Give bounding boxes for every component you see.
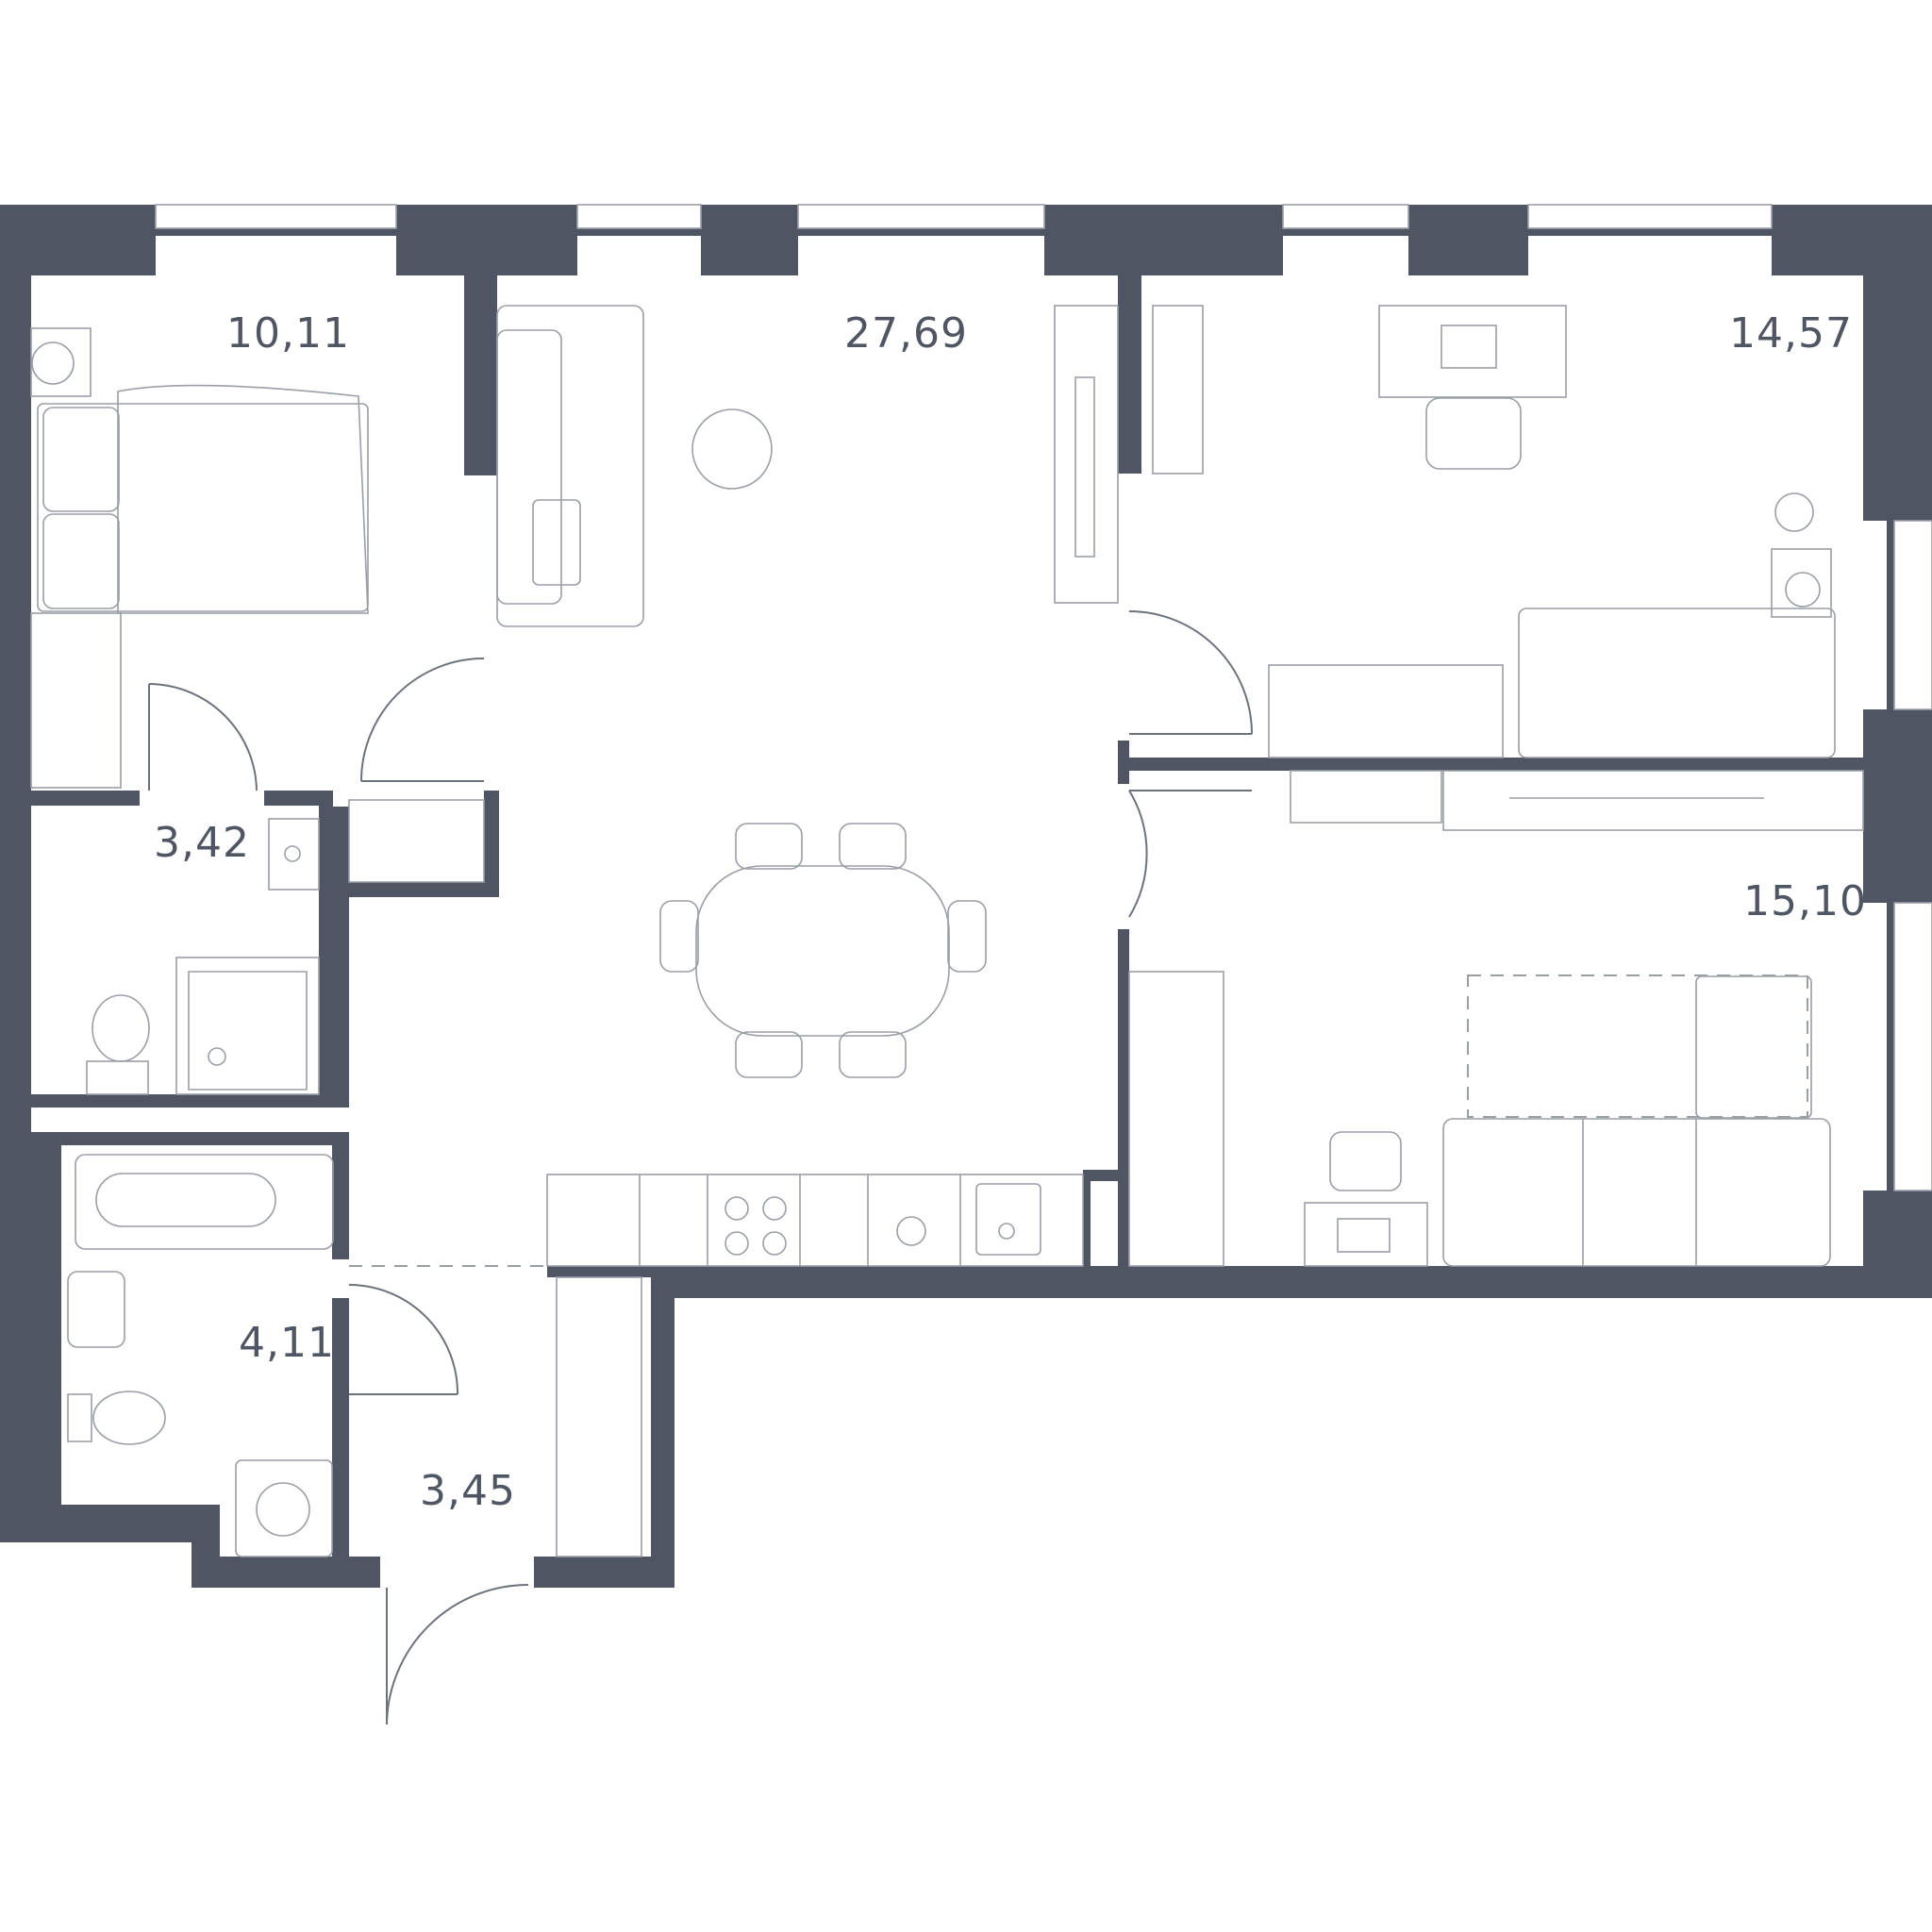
bedroom-3-furniture xyxy=(1128,971,1831,1267)
area-label-bedroom-1: 10,11 xyxy=(226,309,350,358)
doors xyxy=(148,610,1253,1725)
area-label-bedroom-2: 14,57 xyxy=(1729,309,1853,358)
area-label-bathroom-large: 4,11 xyxy=(239,1319,335,1367)
bedroom-1-furniture xyxy=(30,327,369,789)
living-furniture xyxy=(348,305,1119,1557)
area-label-entrance-hall: 3,45 xyxy=(420,1467,516,1515)
walls xyxy=(0,205,1932,1588)
room-labels: 10,11 27,69 14,57 3,42 15,10 4,11 3,45 xyxy=(154,309,1867,1515)
area-label-living-kitchen: 27,69 xyxy=(844,309,968,358)
area-label-bathroom-small: 3,42 xyxy=(154,819,250,867)
area-label-bedroom-3: 15,10 xyxy=(1743,877,1867,925)
bathroom-furniture xyxy=(67,818,334,1557)
windows xyxy=(155,204,1932,1191)
bedroom-2-furniture xyxy=(1152,305,1864,831)
